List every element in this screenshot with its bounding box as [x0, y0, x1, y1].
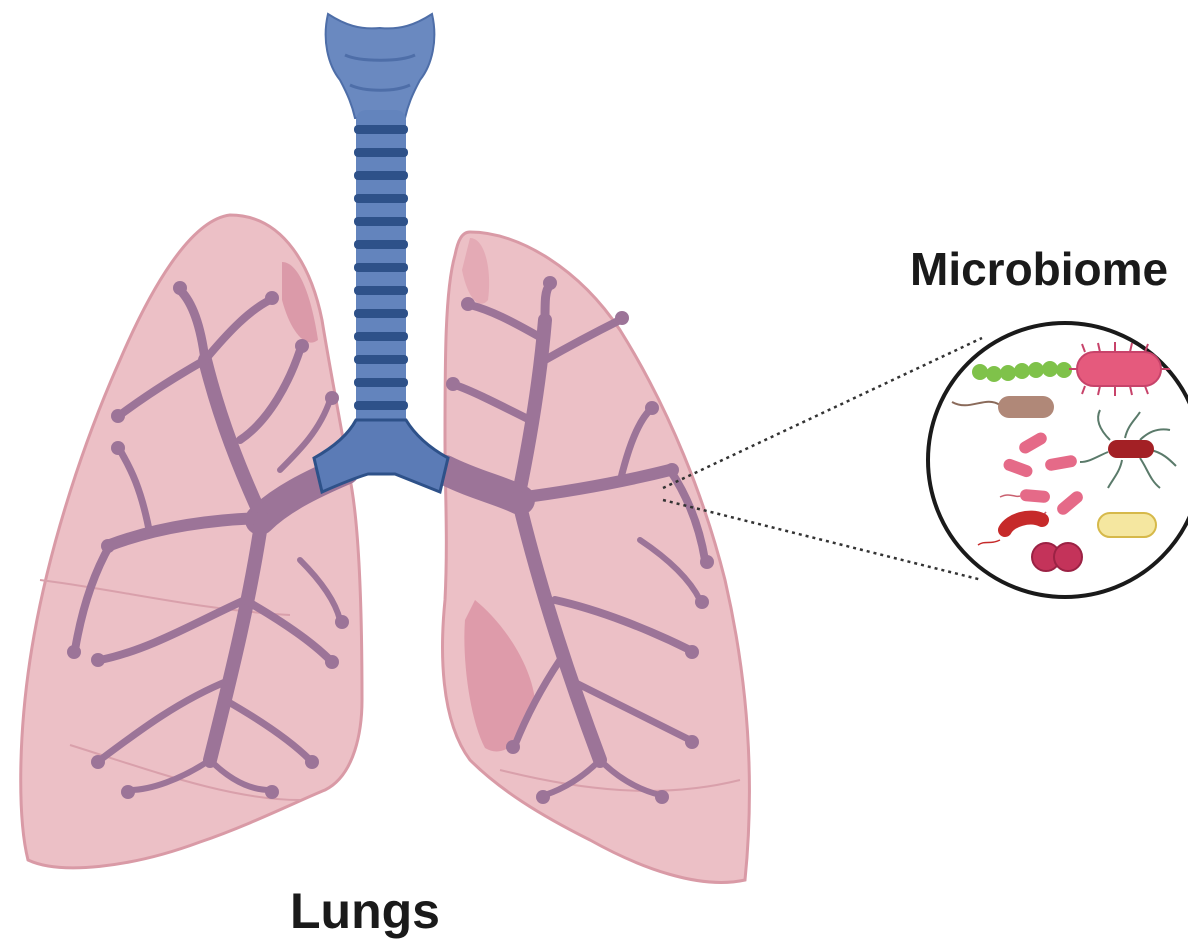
diplococcus-icon [1032, 543, 1082, 571]
larynx-shape [326, 14, 435, 118]
microbiome-label: Microbiome [910, 242, 1168, 296]
yellow-rod-bacterium-icon [1098, 513, 1156, 537]
magnifier-circle-icon [928, 323, 1188, 597]
lungs-label: Lungs [290, 882, 440, 940]
